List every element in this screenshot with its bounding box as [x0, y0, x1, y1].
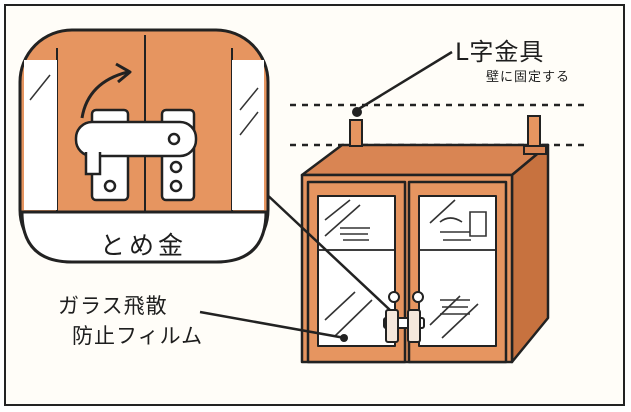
leader-lines	[199, 50, 453, 340]
cabinet-icon	[300, 143, 550, 364]
latch-icon	[74, 108, 198, 202]
bracket-label: L字金具	[455, 38, 545, 66]
l-bracket-icon	[349, 115, 547, 155]
latch-label: とめ金	[100, 231, 188, 260]
curved-arrow-icon	[80, 62, 132, 119]
film-label-line1: ガラス飛散	[58, 294, 168, 318]
cabinet-latch-icon	[383, 291, 425, 343]
film-label-line2: 防止フィルム	[72, 324, 204, 348]
leader-dot	[340, 334, 348, 342]
bracket-note: 壁に固定する	[486, 70, 571, 85]
wall-guide-lines	[290, 103, 590, 147]
glass-reflections	[324, 199, 487, 339]
leader-dot	[352, 107, 362, 117]
